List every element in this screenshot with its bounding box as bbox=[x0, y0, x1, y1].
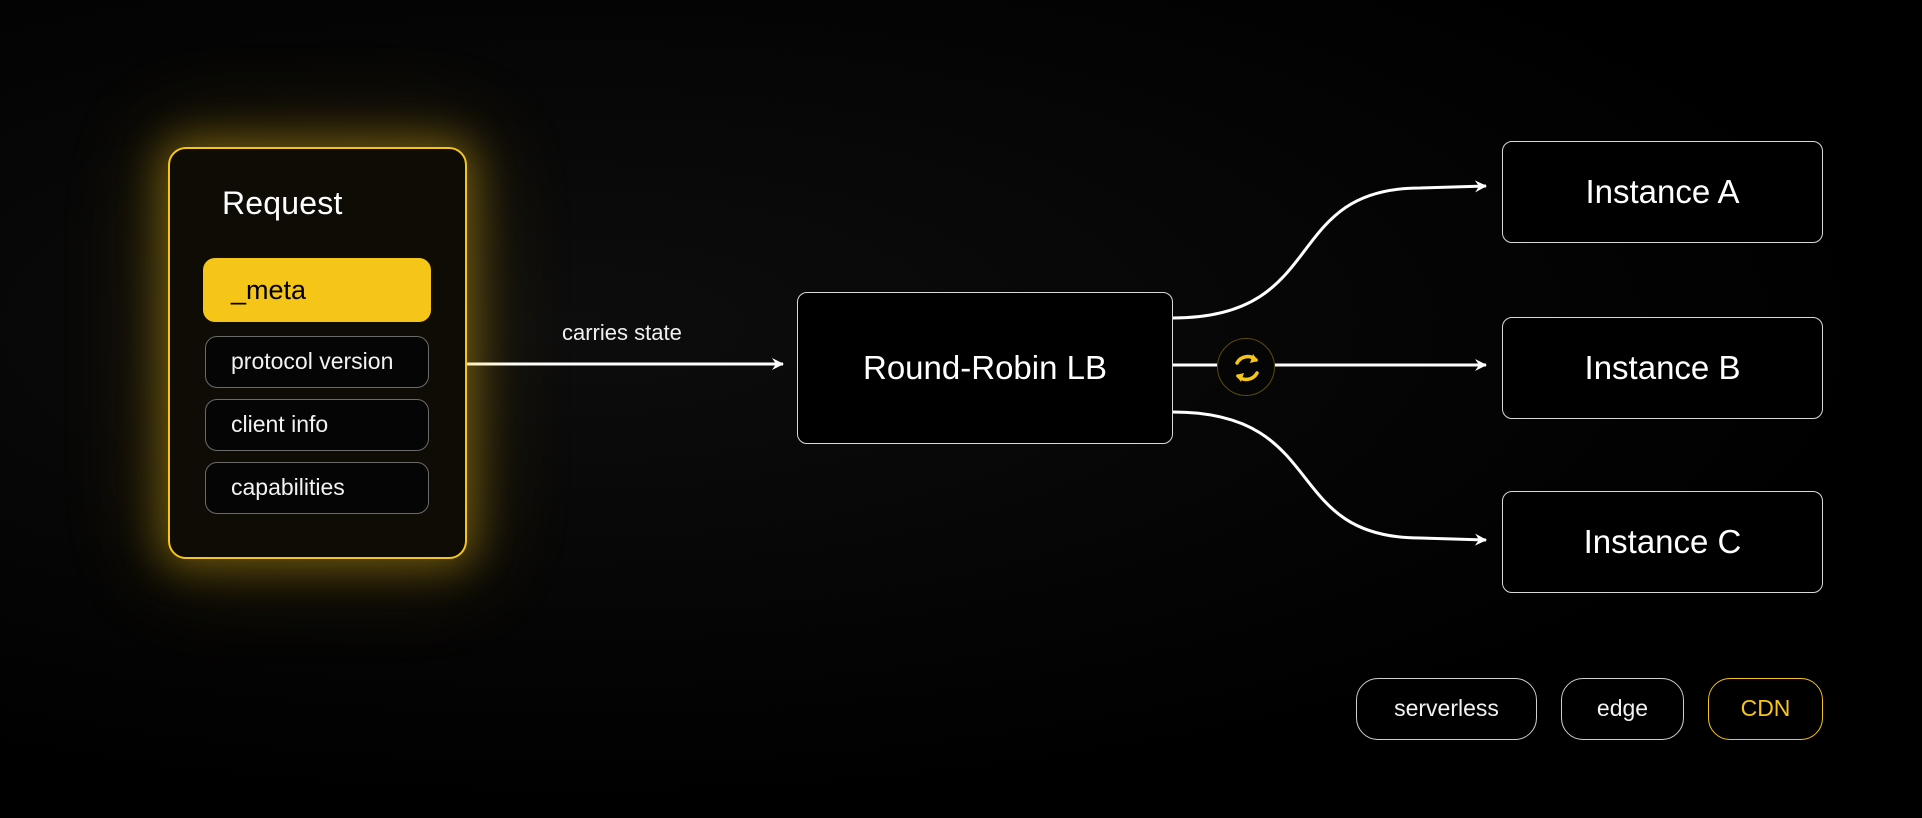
tag-serverless: serverless bbox=[1356, 678, 1537, 740]
arrow-lb-to-instance-a bbox=[1172, 180, 1487, 320]
edge-label-carries-state: carries state bbox=[562, 320, 682, 345]
instance-b-node: Instance B bbox=[1502, 317, 1823, 419]
instance-a-node: Instance A bbox=[1502, 141, 1823, 243]
load-balancer-node: Round-Robin LB bbox=[797, 292, 1173, 444]
field-client-info: client info bbox=[205, 399, 429, 451]
round-robin-cycle-icon bbox=[1217, 338, 1275, 396]
field-capabilities: capabilities bbox=[205, 462, 429, 514]
request-card: Request _meta protocol version client in… bbox=[168, 147, 467, 559]
request-title: Request bbox=[222, 185, 343, 221]
field-protocol-version: protocol version bbox=[205, 336, 429, 388]
field-meta: _meta bbox=[203, 258, 431, 322]
tag-cdn: CDN bbox=[1708, 678, 1823, 740]
instance-c-node: Instance C bbox=[1502, 491, 1823, 593]
tag-edge: edge bbox=[1561, 678, 1684, 740]
arrow-lb-to-instance-c bbox=[1172, 410, 1487, 546]
